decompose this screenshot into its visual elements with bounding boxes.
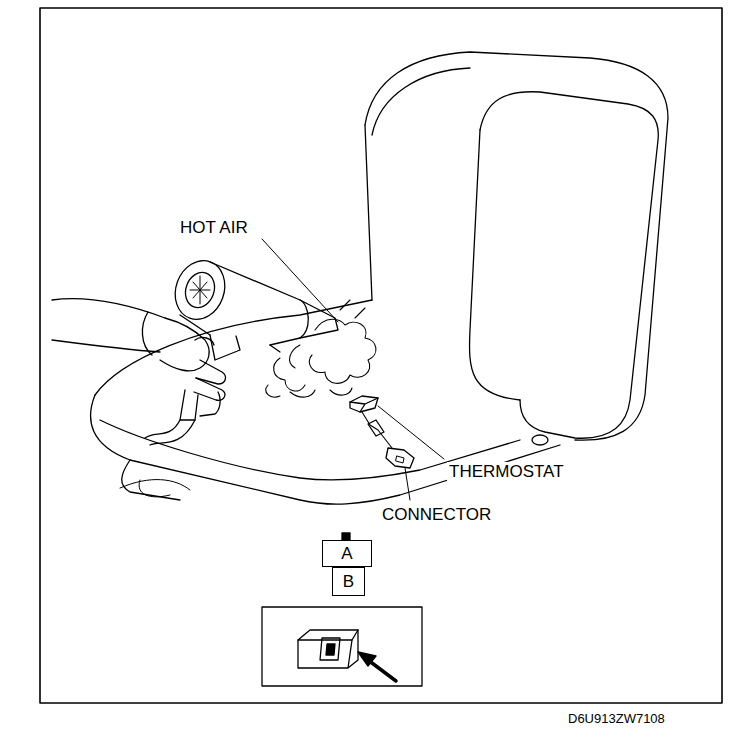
part-label: THERMOSTAT — [447, 462, 566, 481]
figure-code: D6U913ZW7108 — [566, 711, 667, 726]
pin-letter: A — [341, 545, 352, 562]
leader-lines — [262, 239, 444, 500]
part-label: CONNECTOR — [380, 505, 493, 524]
connector-inset — [262, 607, 422, 686]
connector-lock-tab — [342, 533, 350, 540]
connector-half-box: A — [322, 540, 372, 567]
hot-air — [266, 300, 376, 397]
heat-gun — [145, 254, 338, 445]
part-label: HOT AIR — [178, 218, 250, 237]
arm-and-hand — [52, 299, 225, 401]
connector — [362, 412, 414, 468]
connector-half-box: B — [332, 567, 365, 596]
pin-letter: B — [343, 573, 354, 590]
thermostat — [350, 396, 378, 412]
frame — [40, 8, 722, 703]
seat-back — [365, 52, 668, 445]
